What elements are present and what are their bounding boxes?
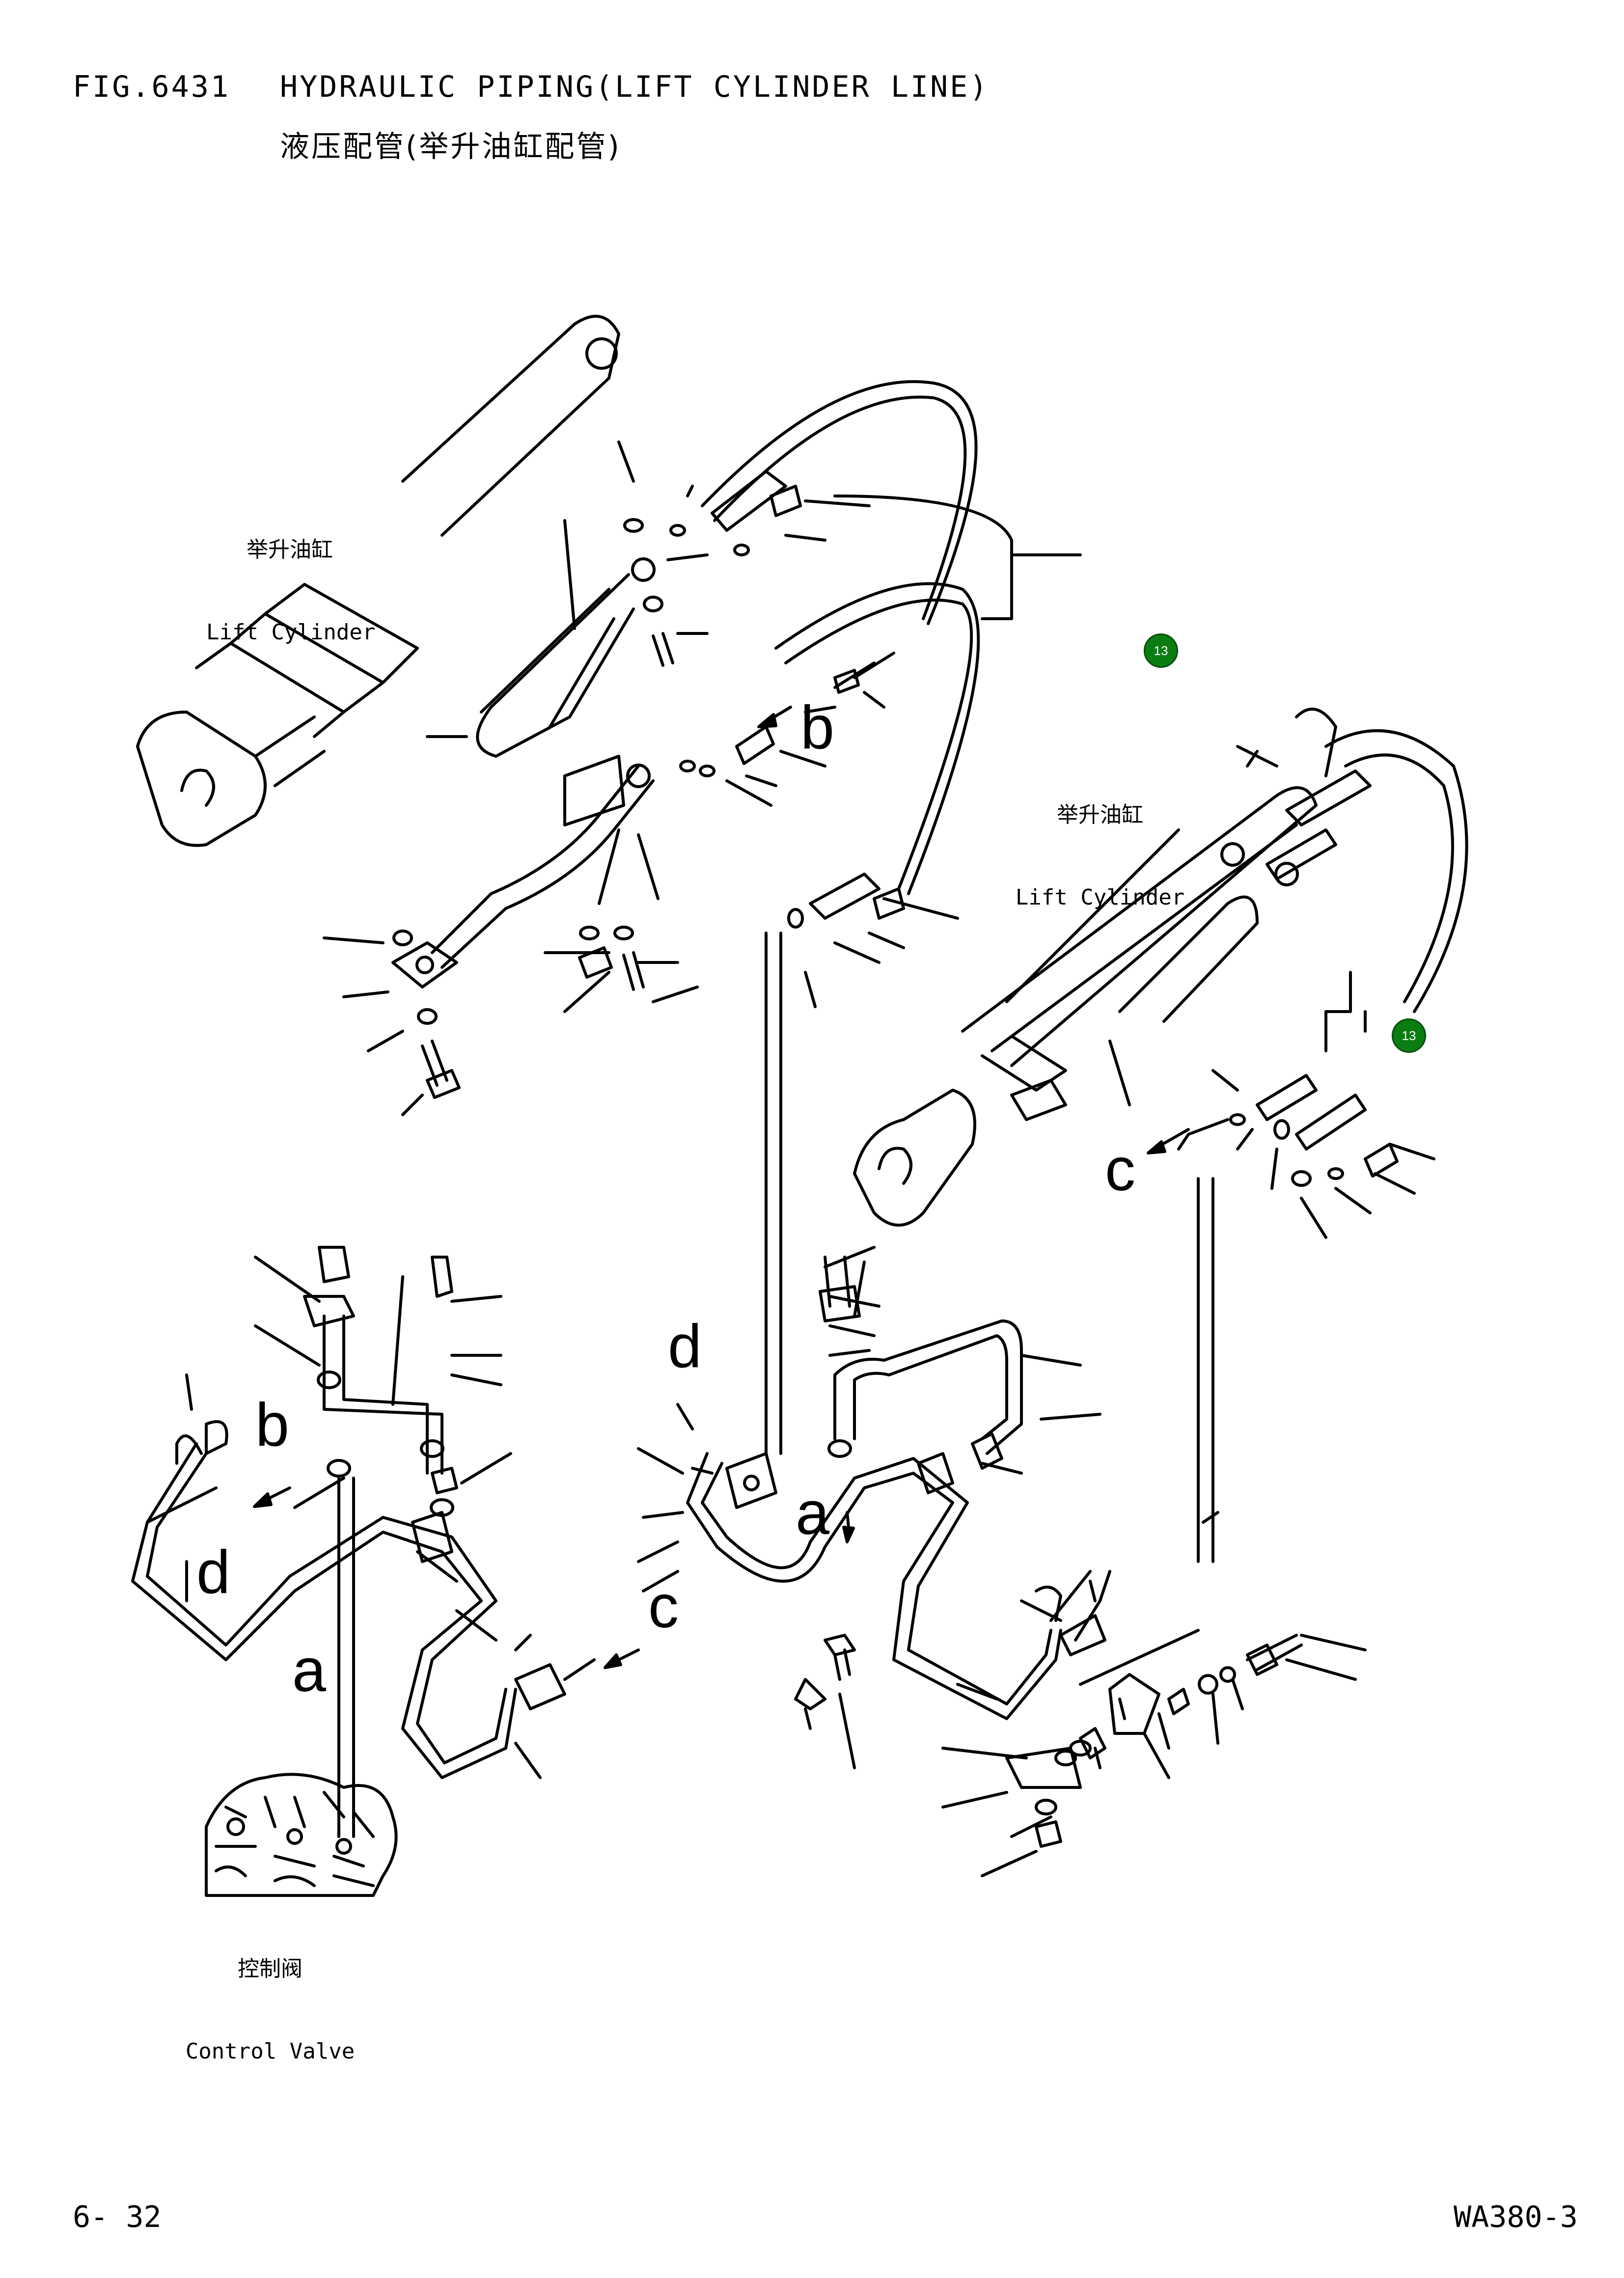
model-number: WA380-3 xyxy=(1454,2200,1578,2234)
right-lift-cylinder-label-en: Lift Cylinder xyxy=(1015,885,1185,910)
control-valve-label: 控制阀 Control Valve xyxy=(177,1900,363,2093)
callout-13-lower[interactable]: 13 xyxy=(1392,1018,1426,1053)
left-upper-hose xyxy=(701,380,980,920)
lower-right-leaders xyxy=(637,1246,1367,1877)
figure-title-english: HYDRAULIC PIPING(LIFT CYLINDER LINE) xyxy=(280,70,990,104)
connection-letter-b-left: b xyxy=(255,1391,289,1459)
connection-letter-b-top: b xyxy=(800,694,834,762)
left-lift-cylinder-label-en: Lift Cylinder xyxy=(206,620,376,645)
right-lift-cylinder-label-cn: 举升油缸 xyxy=(1057,802,1143,827)
right-leader-lines xyxy=(1005,745,1435,1239)
control-valve xyxy=(205,1773,398,1897)
left-fasteners xyxy=(392,485,905,1099)
lower-left-leaders xyxy=(146,1256,596,1779)
figure-number: FIG.6431 xyxy=(73,70,230,104)
connection-letter-d-mid: d xyxy=(668,1313,702,1380)
figure-title-chinese: 液压配管(举升油缸配管) xyxy=(280,130,621,164)
lower-left-tube-group xyxy=(131,1246,566,1838)
lower-right-tube-group xyxy=(686,1256,1106,1720)
connection-letter-a-mid: a xyxy=(796,1480,829,1547)
connection-letter-c-mid: c xyxy=(648,1573,679,1641)
connection-letter-c-right: c xyxy=(1105,1136,1135,1204)
left-lift-cylinder-label-cn: 举升油缸 xyxy=(247,537,333,562)
long-hoses xyxy=(765,932,1214,1563)
callout-13-upper[interactable]: 13 xyxy=(1144,633,1178,668)
left-u-tube xyxy=(391,557,656,988)
control-valve-label-en: Control Valve xyxy=(185,2039,355,2064)
page-number: 6- 32 xyxy=(73,2200,162,2234)
left-lift-cylinder-label: 举升油缸 Lift Cylinder xyxy=(206,481,376,674)
connection-letter-a-left: a xyxy=(292,1637,326,1704)
left-lift-cylinder xyxy=(136,315,620,847)
lower-right-fasteners xyxy=(794,1634,1303,1848)
control-valve-label-cn: 控制阀 xyxy=(238,1956,303,1981)
right-lift-cylinder xyxy=(853,708,1468,1227)
connection-arrows xyxy=(253,706,1190,1669)
left-leader-lines xyxy=(323,440,1082,1116)
right-lift-cylinder-label: 举升油缸 Lift Cylinder xyxy=(1012,746,1188,939)
right-fasteners xyxy=(1229,1074,1399,1187)
connection-letter-d-left: d xyxy=(196,1538,230,1606)
